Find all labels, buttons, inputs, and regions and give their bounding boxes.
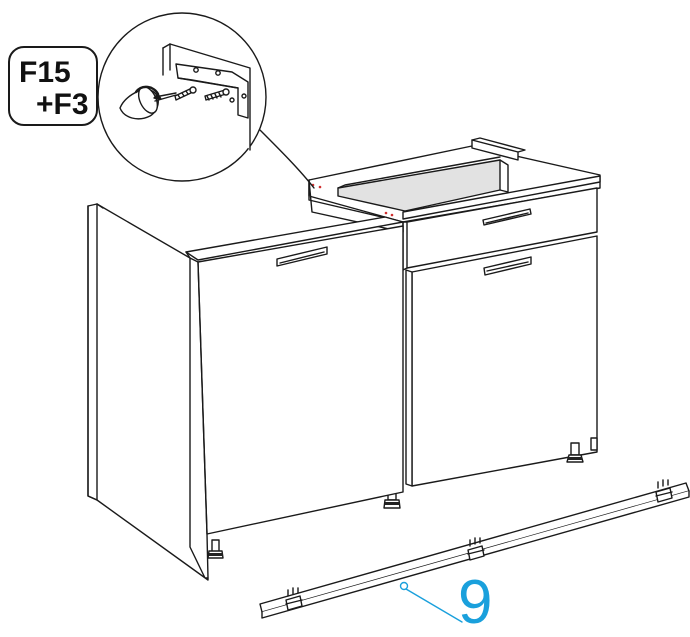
screw-marker-4 [390, 213, 394, 217]
screw-icon [204, 88, 230, 101]
right-cabinet-front-top-edge [402, 175, 601, 220]
magnifier-pointer [259, 129, 315, 189]
left-side-panel [87, 203, 209, 581]
left-cabinet [87, 203, 404, 581]
plinth-board [259, 479, 690, 619]
drawer-front [406, 187, 598, 269]
fittings-code-line-2: +F3 [36, 88, 89, 121]
right-cabinet-interior [337, 159, 501, 212]
plinth-clip-1 [285, 587, 303, 611]
screwdriver-icon [119, 85, 177, 120]
screw-marker-2 [318, 185, 322, 189]
right-cabinet-top-rail-back [471, 139, 519, 161]
screw-marker-3 [384, 211, 388, 215]
left-top-edge [185, 216, 404, 261]
plinth-clip-2 [467, 537, 485, 561]
plinth-clip-3 [655, 479, 673, 503]
left-door [197, 225, 404, 535]
right-door [411, 235, 598, 487]
left-cabinet-legs [207, 539, 224, 559]
detail-magnifier [97, 12, 315, 189]
corner-detail [119, 43, 251, 151]
fittings-code-line-1: F15 [19, 56, 71, 89]
step-number: 9 [458, 568, 493, 637]
fittings-code-badge: F15 +F3 [8, 46, 98, 126]
right-cabinet [308, 137, 601, 509]
callout-leader [399, 581, 463, 623]
